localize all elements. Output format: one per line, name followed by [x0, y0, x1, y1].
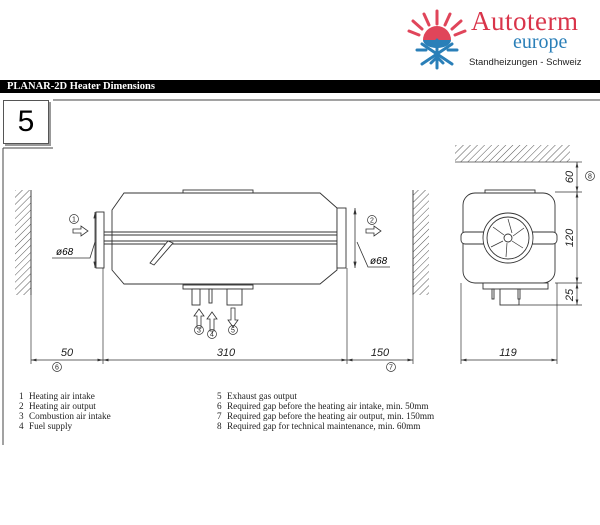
exhaust-arrow-icon	[227, 307, 239, 328]
intake-diameter-label: ø68	[56, 247, 74, 258]
width-dimension: 119	[499, 347, 517, 359]
combustion-arrow-icon	[193, 308, 205, 329]
gap-left-dimension: 50	[61, 347, 74, 359]
marker-8: 8	[585, 171, 595, 181]
svg-text:5: 5	[231, 328, 235, 335]
length-dimension: 310	[217, 347, 236, 359]
marker-4: 4	[207, 329, 217, 339]
svg-text:4: 4	[210, 332, 214, 339]
marker-1: 1	[69, 214, 79, 224]
svg-text:6: 6	[55, 365, 59, 372]
right-wall	[413, 190, 429, 295]
title-bar: PLANAR-2D Heater Dimensions	[0, 80, 600, 93]
left-wall	[15, 190, 31, 295]
page-title: PLANAR-2D Heater Dimensions	[7, 81, 155, 92]
marker-7: 7	[386, 362, 396, 372]
heater-end-view	[460, 189, 558, 306]
section-number: 5	[3, 100, 49, 144]
marker-2: 2	[367, 215, 377, 225]
svg-text:1: 1	[72, 217, 76, 224]
sun-snowflake-icon	[407, 9, 467, 70]
output-diameter-label: ø68	[370, 256, 388, 267]
intake-arrow-icon	[72, 225, 89, 237]
top-wall	[455, 145, 570, 162]
svg-text:3: 3	[197, 328, 201, 335]
gap-right-dimension: 150	[371, 347, 390, 359]
logo	[400, 6, 600, 71]
marker-5: 5	[228, 325, 238, 335]
height-dimension: 120	[564, 228, 576, 247]
marker-6: 6	[52, 362, 62, 372]
heater-side-view	[95, 189, 347, 306]
output-arrow-icon	[365, 225, 382, 237]
svg-text:2: 2	[370, 218, 374, 225]
tagline: Standheizungen - Schweiz	[469, 57, 582, 68]
gap-top-dimension: 60	[564, 170, 576, 183]
brand-name: Autoterm	[471, 6, 579, 36]
brand-subname: europe	[513, 31, 568, 53]
svg-text:8: 8	[588, 174, 592, 181]
svg-text:7: 7	[389, 365, 393, 372]
pipes-dimension: 25	[564, 288, 576, 302]
marker-3: 3	[194, 325, 204, 335]
fuel-arrow-icon	[206, 311, 218, 332]
